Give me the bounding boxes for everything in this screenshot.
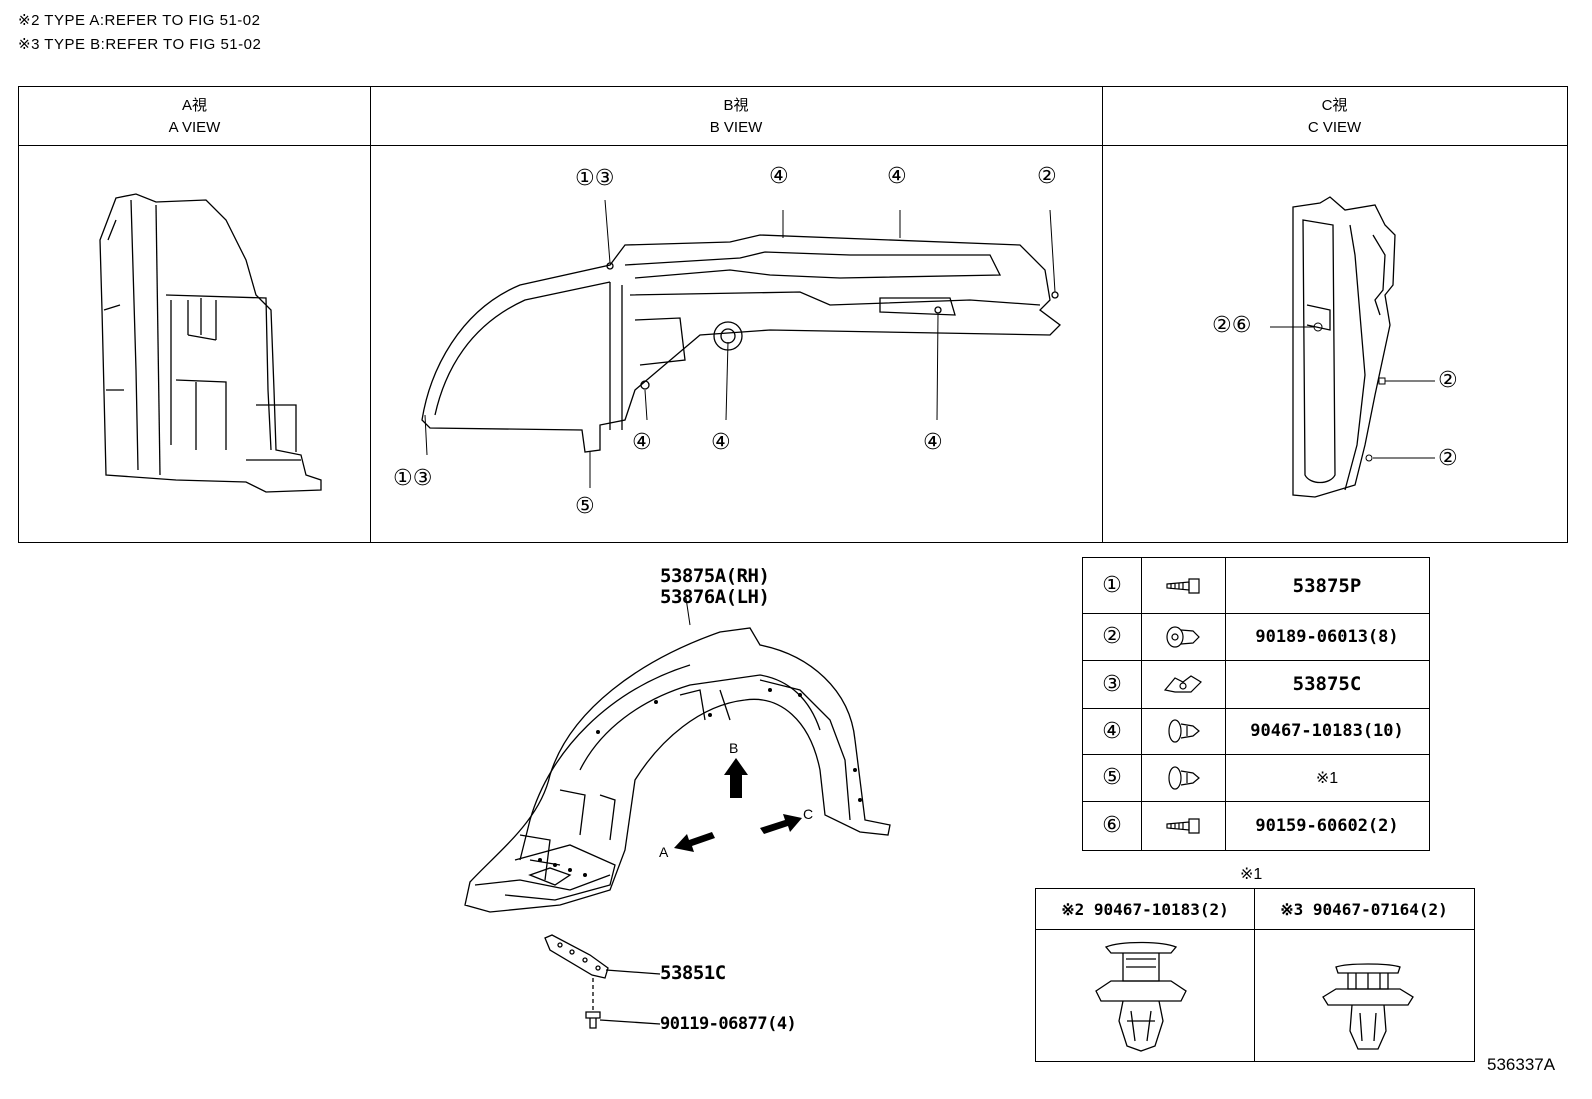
figure-id: 536337A: [1487, 1055, 1556, 1074]
clip-type-a-icon: [1091, 941, 1191, 1059]
fastener-part-1: 53875P: [1292, 574, 1362, 597]
screw-icon: [1141, 801, 1225, 850]
liner-lh-label: 53876A(LH): [660, 586, 770, 608]
fastener-part-6: 90159-60602(2): [1255, 815, 1399, 836]
b-callout-4-a: ④: [769, 164, 789, 189]
arrow-b-icon: [724, 758, 748, 798]
screw-icon: [1141, 558, 1225, 613]
b-callout-4-c: ④: [632, 430, 652, 455]
b-callout-1-3-bottom: ①③: [393, 466, 433, 491]
b-callout-1-3-top: ①③: [575, 166, 615, 191]
arrow-a-label: A: [659, 844, 669, 860]
view-b-drawing: [410, 230, 1070, 470]
fastener-num-3: ③: [1102, 671, 1122, 697]
clip-nut-icon: [1141, 660, 1225, 708]
fastener-num-2: ②: [1102, 624, 1122, 649]
clip-type-b-icon: [1318, 961, 1418, 1056]
c-callout-2-a: ②: [1438, 368, 1458, 393]
fastener-table: ① ② ③ ④ ⑤ ⑥ 53875P 90189-06013(8) 53875C…: [1082, 557, 1430, 851]
note-type-b: ※3 TYPE B:REFER TO FIG 51-02: [18, 36, 262, 53]
view-a-drawing-shape: [96, 190, 326, 500]
view-c-drawing: [1285, 195, 1445, 505]
clip-type-b-label: ※3 90467-07164(2): [1280, 899, 1448, 919]
fastener-part-4: 90467-10183(10): [1250, 721, 1404, 741]
c-callout-2-6: ②⑥: [1212, 313, 1252, 338]
arrow-a-icon: [674, 832, 715, 852]
arrow-c-label: C: [803, 806, 814, 822]
b-callout-4-e: ④: [923, 430, 943, 455]
push-clip-icon: [1141, 754, 1225, 801]
nut-icon: [1141, 613, 1225, 660]
fastener-part-3: 53875C: [1292, 673, 1362, 695]
clip-note-table: ※2 90467-10183(2) ※3 90467-07164(2): [1035, 888, 1475, 1062]
fastener-num-1: ①: [1102, 573, 1122, 598]
fastener-num-5: ⑤: [1102, 765, 1122, 790]
clip-type-a-label: ※2 90467-10183(2): [1061, 899, 1229, 919]
arrow-c-icon: [760, 814, 802, 834]
clip-note-title: ※1: [1240, 866, 1263, 883]
fastener-part-5: ※1: [1315, 769, 1339, 787]
liner-rh-label: 53875A(RH): [660, 565, 770, 587]
bracket-drawing: [540, 930, 620, 1040]
push-clip-icon: [1141, 708, 1225, 754]
arrow-b-label: B: [729, 740, 739, 756]
b-callout-4-d: ④: [711, 430, 731, 455]
fastener-num-6: ⑥: [1102, 813, 1122, 838]
b-callout-2: ②: [1037, 164, 1057, 189]
fastener-part-2: 90189-06013(8): [1255, 626, 1399, 647]
fastener-num-4: ④: [1102, 718, 1122, 744]
view-arrows: [674, 758, 802, 852]
bolt-label: 90119-06877(4): [660, 1014, 797, 1034]
note-type-a: ※2 TYPE A:REFER TO FIG 51-02: [18, 12, 261, 29]
c-callout-2-b: ②: [1438, 446, 1458, 471]
fender-liner-drawing: [460, 620, 900, 920]
bracket-label: 53851C: [660, 962, 726, 984]
b-callout-5: ⑤: [575, 494, 595, 519]
b-callout-4-b: ④: [887, 164, 907, 189]
